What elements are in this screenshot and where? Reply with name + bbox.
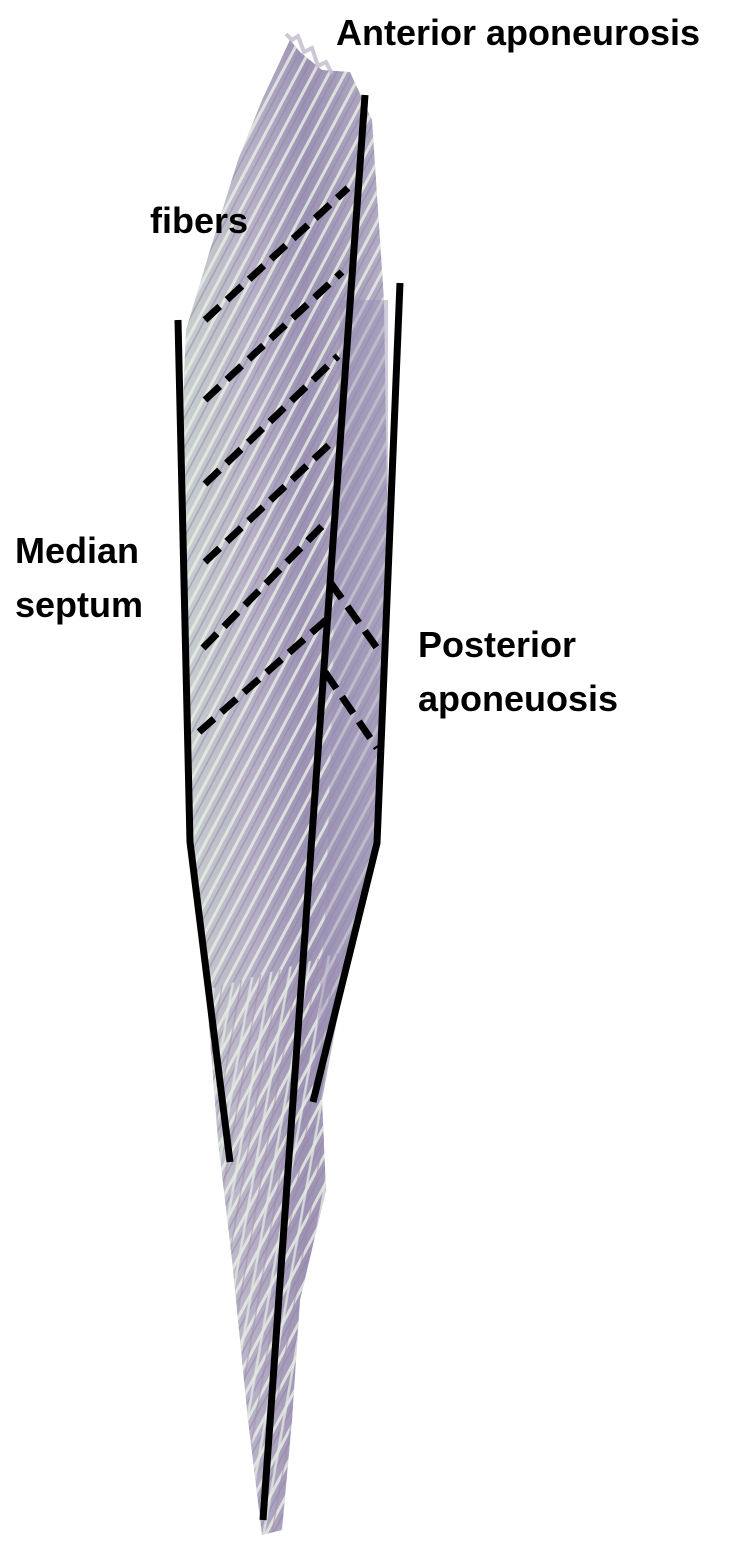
posterior-aponeurosis-text-line-2: aponeuosis: [418, 672, 618, 726]
median-septum-label: Median septum: [15, 524, 143, 632]
fibers-label: fibers: [150, 194, 248, 248]
median-septum-text-line-2: septum: [15, 578, 143, 632]
muscle-specimen: [180, 34, 388, 1535]
anterior-aponeurosis-label: Anterior aponeurosis: [336, 6, 700, 60]
fibers-text: fibers: [150, 194, 248, 248]
anterior-aponeurosis-text: Anterior aponeurosis: [336, 6, 700, 60]
posterior-aponeurosis-text-line-1: Posterior: [418, 618, 618, 672]
posterior-aponeurosis-label: Posterior aponeuosis: [418, 618, 618, 726]
median-septum-text-line-1: Median: [15, 524, 143, 578]
